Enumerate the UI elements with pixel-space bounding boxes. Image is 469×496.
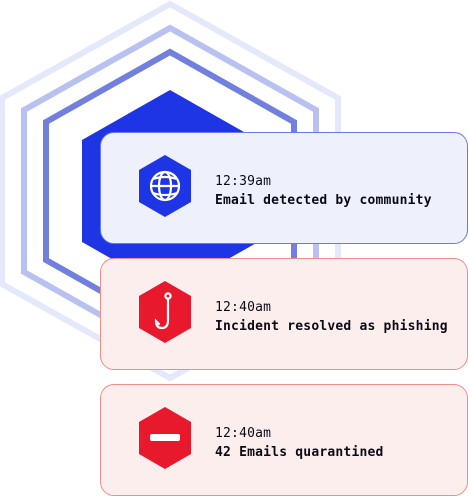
event-message: Email detected by community [215, 193, 432, 208]
event-text: 12:40am 42 Emails quarantined [215, 425, 384, 463]
minus-badge [137, 405, 193, 471]
fishhook-badge [137, 279, 193, 345]
event-message: Incident resolved as phishing [215, 319, 448, 334]
globe-icon [139, 155, 191, 217]
event-text: 12:40am Incident resolved as phishing [215, 299, 448, 337]
event-time: 12:39am [215, 174, 272, 189]
event-card-community-detection: 12:39am Email detected by community [100, 132, 468, 244]
globe-badge [137, 153, 193, 219]
event-card-incident-resolved: 12:40am Incident resolved as phishing [100, 258, 468, 370]
minus-icon [139, 407, 191, 469]
event-time: 12:40am [215, 426, 272, 441]
event-text: 12:39am Email detected by community [215, 173, 432, 211]
event-message: 42 Emails quarantined [215, 445, 384, 460]
hex-ring-outer [0, 0, 341, 382]
event-card-emails-quarantined: 12:40am 42 Emails quarantined [100, 384, 468, 496]
fishhook-icon [139, 281, 191, 343]
event-time: 12:40am [215, 300, 272, 315]
